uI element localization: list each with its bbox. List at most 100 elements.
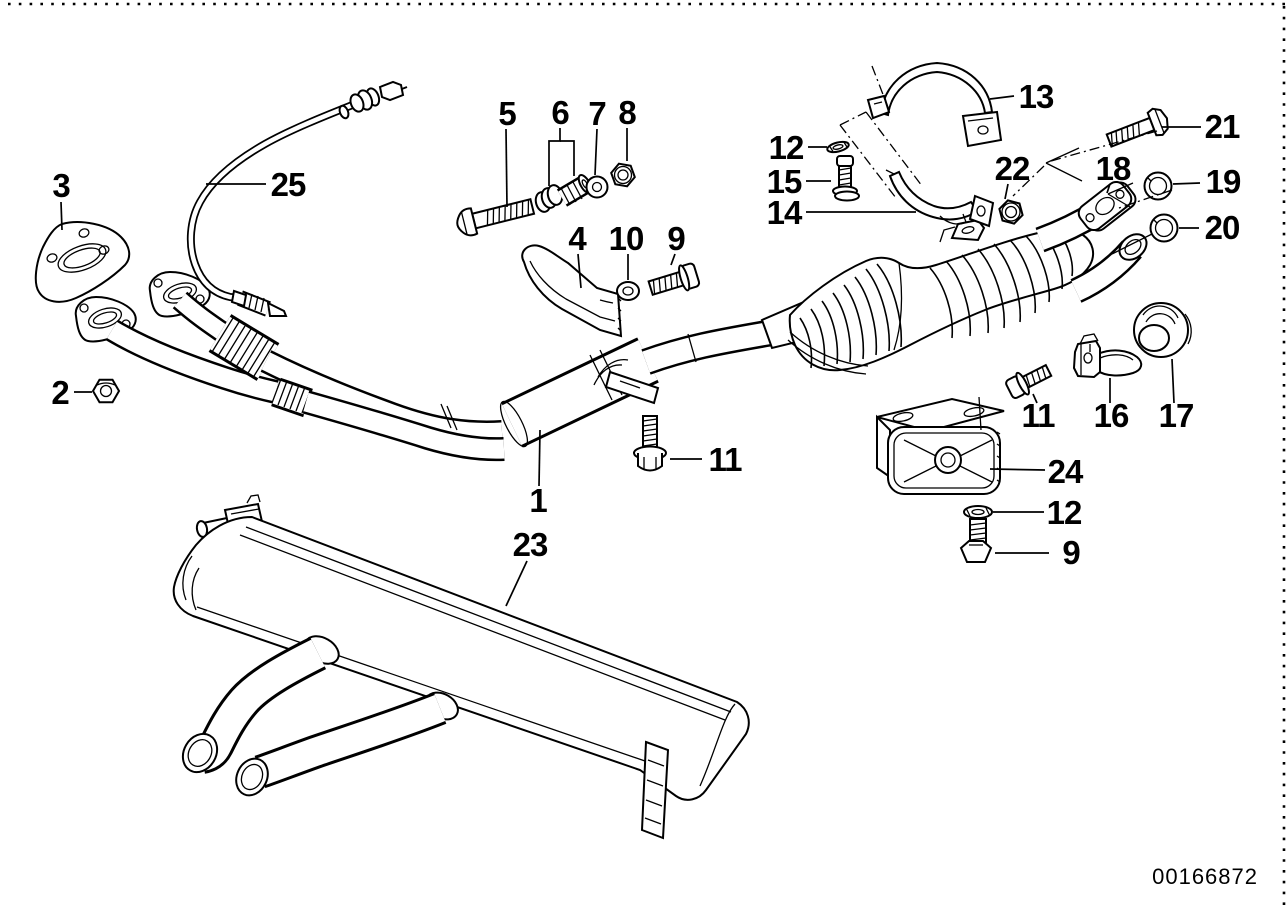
assembly-axis-lines [839, 65, 1173, 431]
part-number-label[interactable]: 2 [51, 374, 70, 411]
part-number-label[interactable]: 25 [271, 166, 307, 203]
callout-4-15[interactable]: 4 [568, 220, 588, 289]
washer-7 [585, 175, 609, 199]
callout-11-22[interactable]: 11 [1022, 393, 1057, 434]
part-number-label[interactable]: 20 [1205, 209, 1241, 246]
leader-line [670, 253, 676, 266]
part-number-label[interactable]: 15 [767, 163, 803, 200]
callout-23-21[interactable]: 23 [505, 526, 549, 607]
nut-8 [610, 162, 636, 188]
part-number-label[interactable]: 5 [498, 95, 517, 132]
part-number-label[interactable]: 14 [767, 194, 804, 231]
part-number-label[interactable]: 13 [1019, 78, 1055, 115]
callout-9-17[interactable]: 9 [667, 220, 686, 266]
callout-20-14[interactable]: 20 [1179, 209, 1241, 246]
part-number-label[interactable]: 24 [1048, 453, 1085, 490]
part-number-label[interactable]: 7 [588, 95, 606, 132]
callout-18-12[interactable]: 18 [1096, 150, 1132, 194]
bolt-21 [1105, 107, 1169, 148]
part-number-label[interactable]: 12 [1047, 494, 1083, 531]
part-number-label[interactable]: 9 [1062, 534, 1081, 571]
callout-25-1[interactable]: 25 [206, 166, 307, 203]
callout-14-8[interactable]: 14 [767, 194, 916, 231]
image-id-number: 00166872 [1152, 864, 1258, 889]
gasket-3 [34, 221, 131, 303]
pipe-sleeve-marks [440, 403, 458, 431]
leader-line [1032, 393, 1038, 404]
part-number-label[interactable]: 16 [1094, 397, 1130, 434]
callout-22-11[interactable]: 22 [995, 150, 1031, 200]
bracket-4 [521, 244, 623, 338]
callout-24-25[interactable]: 24 [989, 453, 1085, 490]
callout-19-13[interactable]: 19 [1172, 163, 1242, 200]
clamp-upper-13 [866, 61, 1003, 148]
part-number-label[interactable]: 19 [1206, 163, 1242, 200]
catalytic-converter [760, 199, 1148, 375]
part-number-label[interactable]: 21 [1205, 108, 1241, 145]
part-number-label[interactable]: 12 [769, 129, 805, 166]
part-number-label[interactable]: 18 [1096, 150, 1132, 187]
callout-1-20[interactable]: 1 [529, 429, 548, 519]
callout-2-18[interactable]: 2 [51, 374, 92, 411]
leader-line [1171, 358, 1175, 404]
nut-22 [998, 199, 1024, 225]
part-number-label[interactable]: 6 [551, 94, 570, 131]
part-number-label[interactable]: 9 [667, 220, 686, 257]
callout-8-5[interactable]: 8 [618, 94, 637, 161]
leader-line [594, 128, 598, 176]
callout-13-9[interactable]: 13 [989, 78, 1055, 115]
callout-10-16[interactable]: 10 [609, 220, 644, 280]
leader-line [989, 468, 1046, 471]
part-number-label[interactable]: 17 [1159, 397, 1195, 434]
leader-line [505, 560, 528, 607]
oxygen-sensor-plug [230, 289, 288, 317]
leader-line [1004, 183, 1009, 200]
part-number-label[interactable]: 4 [568, 220, 588, 257]
holder-16 [1072, 333, 1143, 379]
muffler-inlet-pipes [181, 635, 459, 797]
middle-silencer-1 [499, 318, 778, 448]
callout-17-24[interactable]: 17 [1159, 358, 1195, 434]
callout-15-7[interactable]: 15 [767, 163, 831, 200]
muffler-body [172, 515, 750, 801]
callout-16-23[interactable]: 16 [1094, 378, 1130, 434]
leader-line [548, 128, 561, 186]
washer-12-top [826, 140, 850, 154]
part-number-label[interactable]: 3 [52, 167, 71, 204]
callout-3-0[interactable]: 3 [52, 167, 71, 231]
heat-shield-ribs [799, 229, 1074, 369]
callout-12-26[interactable]: 12 [993, 494, 1083, 531]
leader-line [505, 128, 508, 208]
bolt-9-bottom [959, 518, 993, 563]
part-number-label[interactable]: 11 [1022, 397, 1057, 434]
part-number-label[interactable]: 1 [529, 482, 548, 519]
support-bracket-24 [876, 397, 1005, 495]
leader-line [577, 253, 582, 289]
muffler-end-strap [640, 740, 670, 840]
front-pipes [105, 291, 505, 462]
part-number-label[interactable]: 10 [609, 220, 645, 257]
callout-5-2[interactable]: 5 [498, 95, 517, 208]
part-number-label[interactable]: 8 [618, 94, 637, 131]
callout-9-27[interactable]: 9 [995, 534, 1081, 571]
callout-21-10[interactable]: 21 [1162, 108, 1241, 145]
part-number-label[interactable]: 23 [513, 526, 549, 563]
callout-11-19[interactable]: 11 [670, 441, 744, 478]
callout-6-3[interactable]: 6 [548, 94, 575, 186]
bolt-15 [832, 155, 860, 202]
rear-muffler-23 [172, 494, 750, 840]
bolt-5 [456, 197, 536, 237]
clamp-lower-14 [885, 169, 995, 228]
washer-12-bottom [963, 505, 993, 519]
part-number-label[interactable]: 22 [995, 150, 1031, 187]
leader-line [60, 201, 63, 231]
callout-12-6[interactable]: 12 [769, 129, 827, 166]
cat-hanger-tab [939, 218, 986, 243]
callout-7-4[interactable]: 7 [588, 95, 607, 176]
part-number-label[interactable]: 11 [709, 441, 744, 478]
pipe-clamp-bracket [593, 359, 660, 405]
gasket-ring-20 [1149, 213, 1179, 243]
oxygen-sensor-cable-25 [186, 80, 408, 317]
